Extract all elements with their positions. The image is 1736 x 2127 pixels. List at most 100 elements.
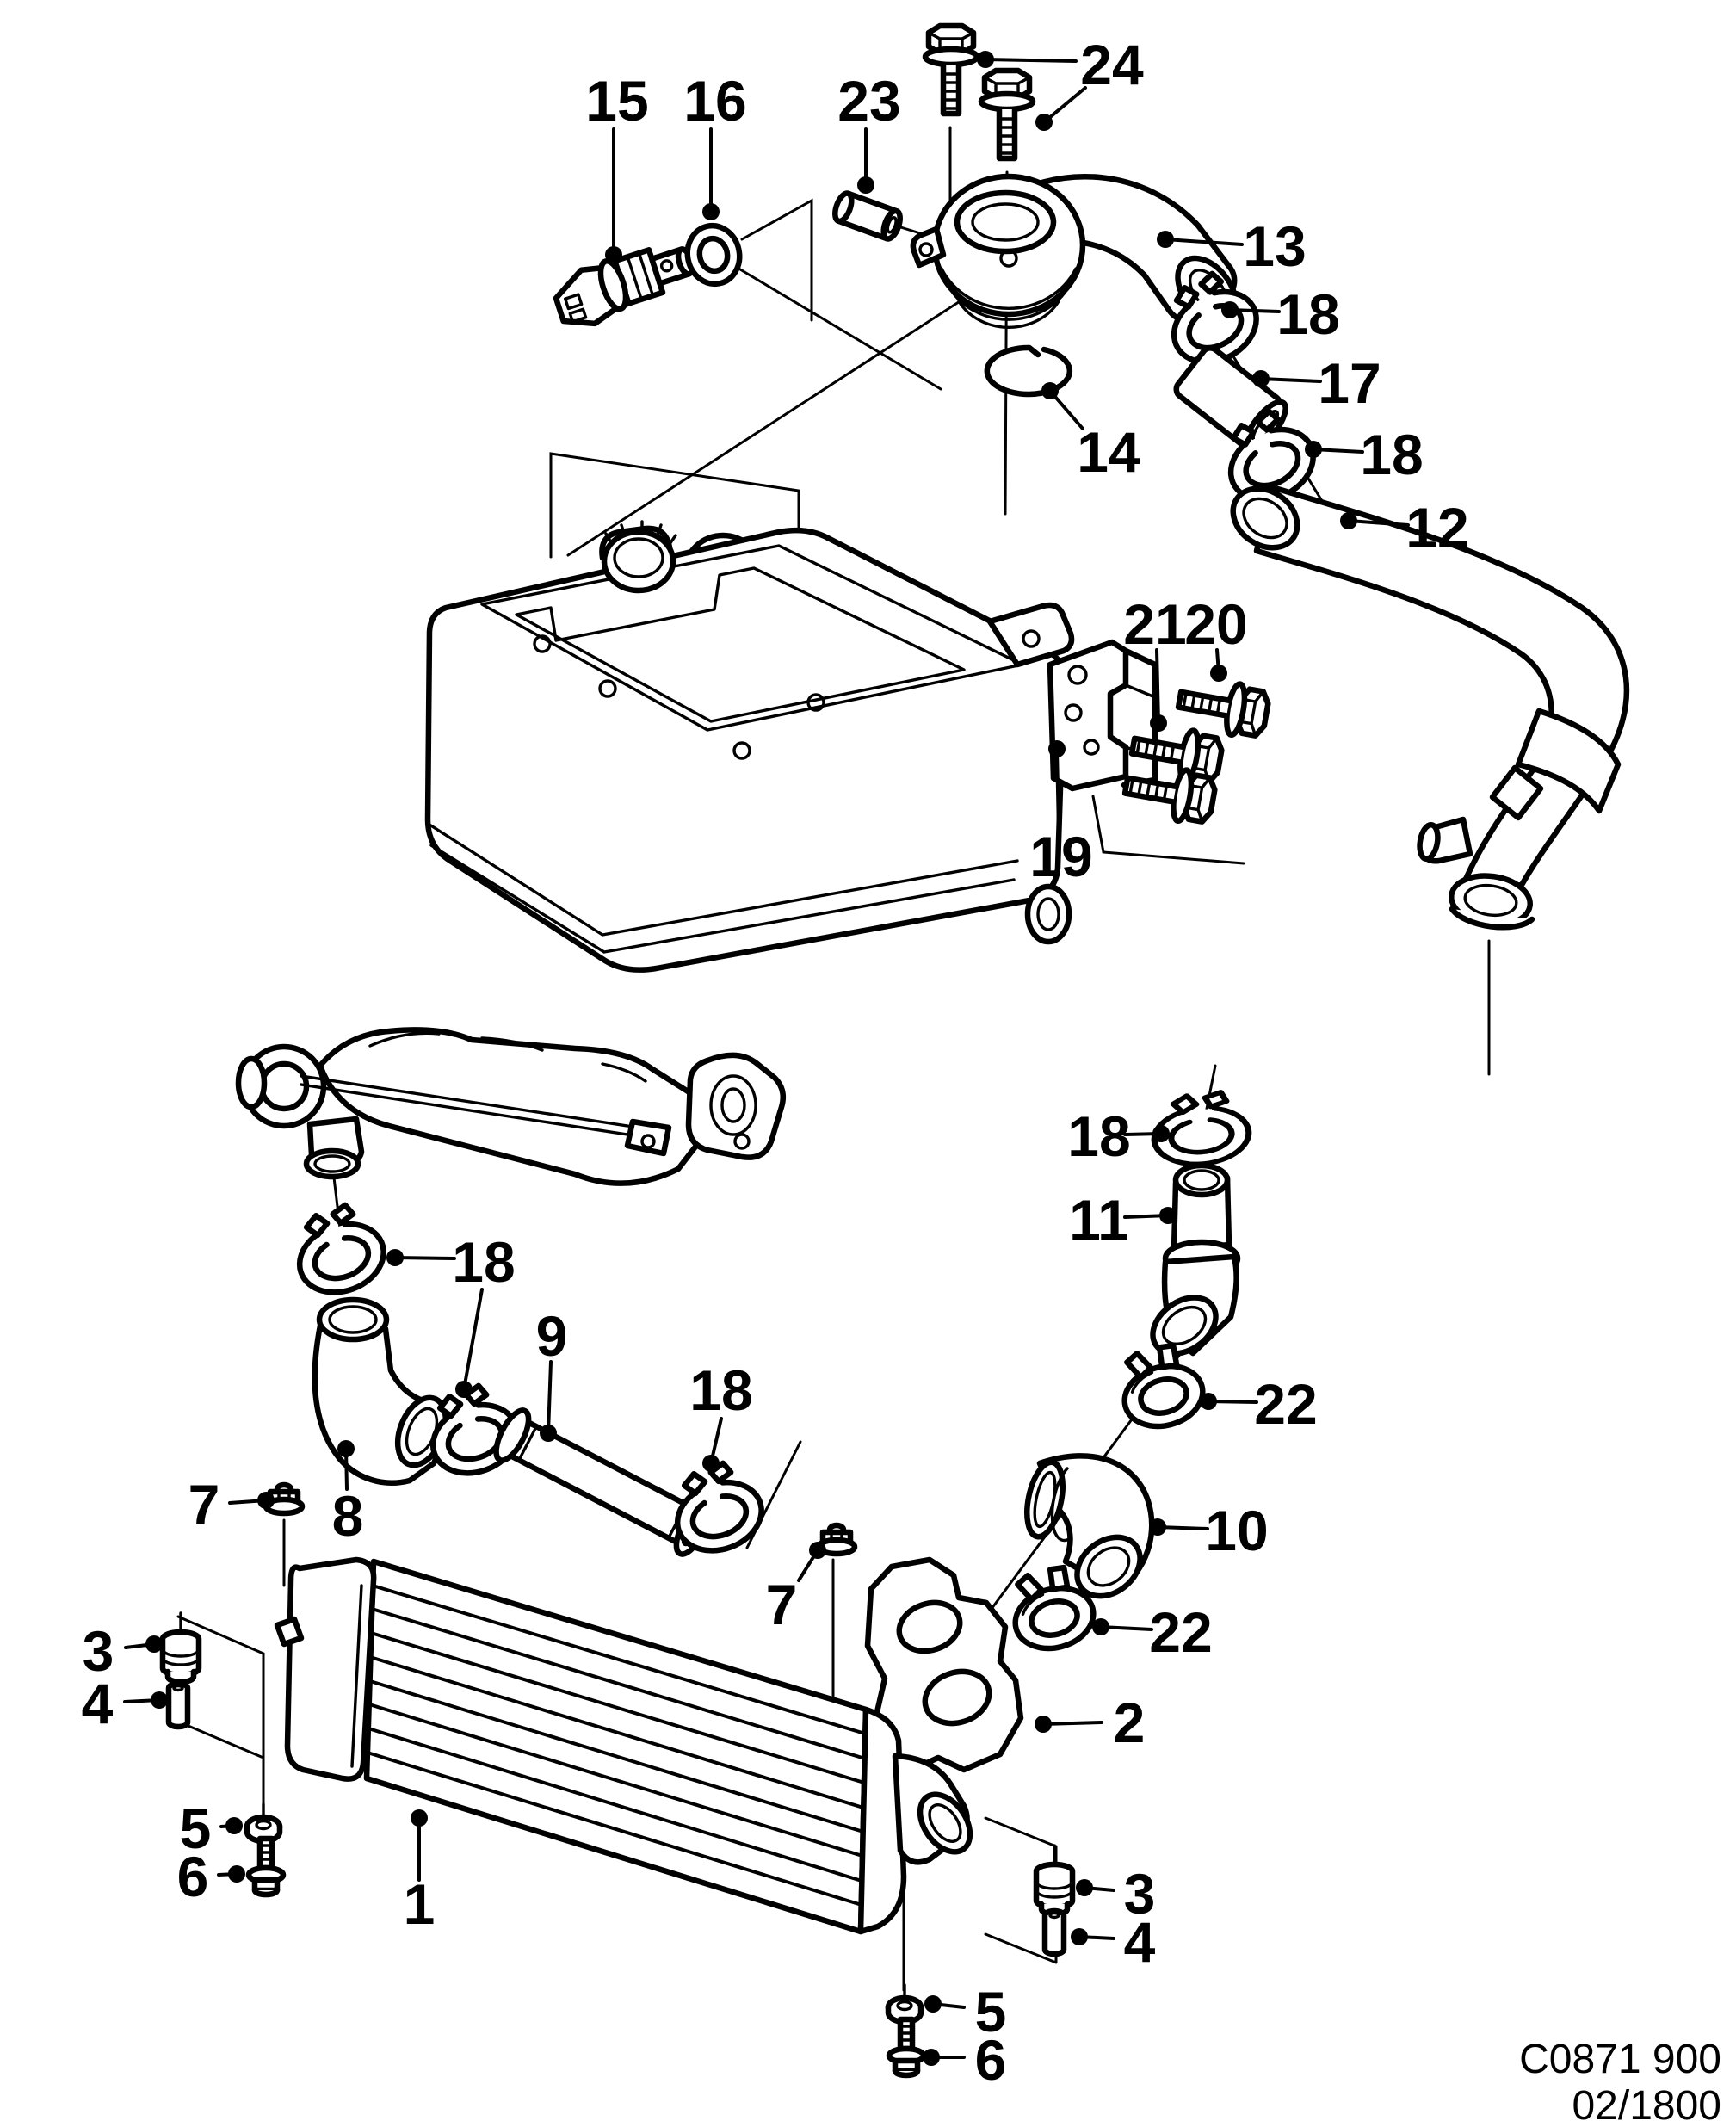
callout-number: 18 xyxy=(1067,1104,1130,1168)
callout-10: 10 xyxy=(1149,1499,1269,1562)
callout-number: 11 xyxy=(1069,1188,1129,1252)
leader-line xyxy=(1042,86,1087,124)
leader-dot xyxy=(225,1817,243,1834)
callout-18: 18 xyxy=(1305,423,1424,486)
callout-number: 13 xyxy=(1243,214,1306,278)
callout-number: 9 xyxy=(536,1304,568,1368)
leader-dot xyxy=(337,1440,355,1457)
leader-dot xyxy=(455,1381,473,1398)
callout-7: 7 xyxy=(766,1542,826,1636)
leader-dot xyxy=(145,1635,163,1653)
leader-dot xyxy=(1150,714,1167,732)
sleeve-4b-drawing xyxy=(1045,1911,1064,1954)
callout-4: 4 xyxy=(82,1672,168,1735)
callout-11: 11 xyxy=(1069,1188,1177,1252)
sensor-15-drawing xyxy=(553,246,695,327)
screw-6b-drawing xyxy=(889,2019,924,2075)
callout-number: 15 xyxy=(585,69,648,133)
valve-cover-drawing xyxy=(424,520,1075,973)
callout-number: 18 xyxy=(452,1230,515,1294)
leader-dot xyxy=(1035,1716,1052,1733)
clamp-18-c-drawing xyxy=(285,1197,393,1303)
sleeve-4a-drawing xyxy=(169,1684,188,1727)
callout-number: 19 xyxy=(1029,825,1092,888)
seal-washer-16-drawing xyxy=(684,222,743,288)
callout-number: 4 xyxy=(1124,1910,1156,1974)
callout-number: 1 xyxy=(404,1872,436,1936)
leader-dot xyxy=(1159,1207,1177,1224)
leader-dot xyxy=(924,1995,942,2013)
leader-dot xyxy=(1092,1618,1109,1635)
callout-21: 21 xyxy=(1123,592,1187,732)
leader-dot xyxy=(1305,441,1322,458)
callout-number: 2 xyxy=(1114,1691,1146,1754)
leader-dot xyxy=(1252,370,1270,387)
drawing-date: 02/1800 xyxy=(1572,2083,1721,2127)
callout-3: 3 xyxy=(83,1619,163,1683)
bracket-19-drawing xyxy=(1047,639,1158,792)
leader-dot xyxy=(1340,512,1357,529)
callout-number: 5 xyxy=(180,1796,212,1860)
callout-number: 4 xyxy=(82,1672,114,1735)
callout-18: 18 xyxy=(1221,282,1340,346)
callout-12: 12 xyxy=(1340,496,1469,560)
callout-number: 20 xyxy=(1184,592,1247,656)
callout-3: 3 xyxy=(1076,1862,1155,1926)
callout-number: 5 xyxy=(975,1980,1007,2044)
leader-dot xyxy=(1076,1879,1093,1896)
leader-dot xyxy=(1152,1125,1170,1142)
leader-line xyxy=(984,58,1078,63)
callout-number: 14 xyxy=(1077,420,1140,484)
callout-number: 7 xyxy=(766,1573,798,1636)
leader-dot xyxy=(257,1492,275,1509)
screw-6a-drawing xyxy=(249,1839,283,1895)
callout-7: 7 xyxy=(188,1473,275,1537)
drawing-footer: C0871 900 02/1800 xyxy=(1519,2037,1721,2127)
leader-line xyxy=(547,1360,553,1435)
leader-dot xyxy=(702,203,720,220)
washer-5b-drawing xyxy=(888,1985,921,2022)
turbocharger-drawing xyxy=(235,1027,786,1186)
leader-dot xyxy=(151,1691,168,1709)
leader-line xyxy=(1055,747,1060,833)
leader-dot xyxy=(1221,301,1239,318)
intake-flange-drawing xyxy=(910,173,1086,329)
plug-23-drawing xyxy=(832,190,903,242)
callout-20: 20 xyxy=(1184,592,1248,682)
callout-15: 15 xyxy=(585,69,649,263)
callout-16: 16 xyxy=(683,69,747,220)
callout-18: 18 xyxy=(386,1230,516,1398)
callout-number: 8 xyxy=(332,1484,364,1548)
callout-number: 12 xyxy=(1405,496,1468,560)
leader-dot xyxy=(702,1455,720,1472)
leader-dot xyxy=(411,1809,428,1827)
leader-dot xyxy=(1149,1518,1166,1536)
elbow-pipe-11-drawing xyxy=(1150,1162,1241,1357)
callout-number: 23 xyxy=(837,69,900,133)
leader-line xyxy=(1164,238,1244,246)
leader-dot xyxy=(1071,1928,1088,1945)
leader-dot xyxy=(857,176,874,194)
leader-dot xyxy=(1041,382,1059,399)
callout-number: 18 xyxy=(1360,423,1423,486)
intercooler-drawing xyxy=(274,1556,973,1935)
callout-9: 9 xyxy=(536,1304,568,1442)
leader-dot xyxy=(1157,231,1174,248)
leader-dot xyxy=(923,2049,940,2066)
leader-line xyxy=(462,1288,484,1391)
drawing-code: C0871 900 xyxy=(1519,2037,1721,2082)
callout-18: 18 xyxy=(689,1358,753,1472)
leader-dot xyxy=(809,1542,826,1559)
callout-19: 19 xyxy=(1029,740,1093,888)
callout-number: 3 xyxy=(1124,1862,1156,1926)
callout-number: 3 xyxy=(83,1619,114,1683)
leader-dot xyxy=(1048,740,1066,757)
leader-dot xyxy=(386,1249,404,1266)
callout-number: 10 xyxy=(1205,1499,1268,1562)
callout-24: 24 xyxy=(977,33,1144,131)
callout-13: 13 xyxy=(1157,214,1307,278)
callout-5: 5 xyxy=(924,1980,1006,2044)
